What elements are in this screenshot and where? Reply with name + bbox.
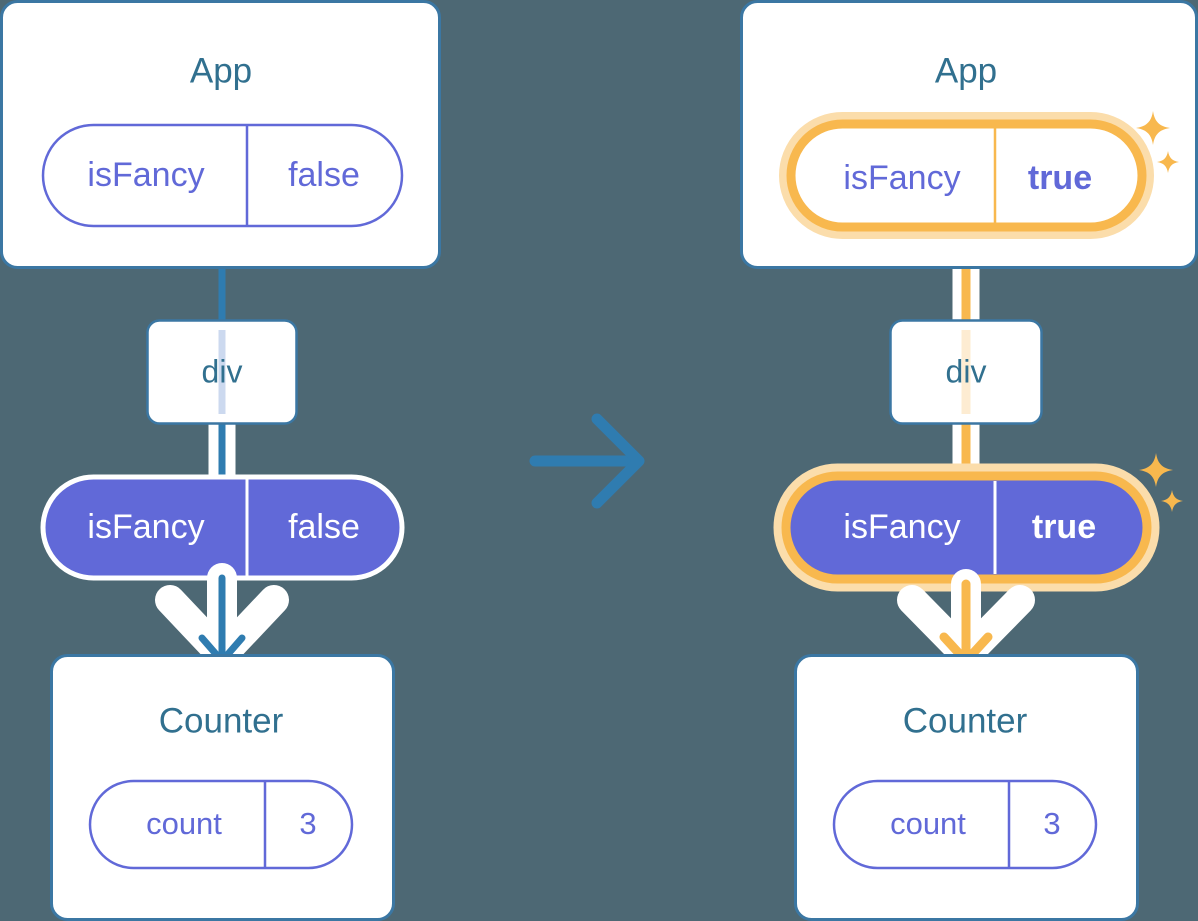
sparkle-icon-large-prop: [1139, 453, 1173, 487]
counter-box-title: Counter: [159, 701, 284, 740]
counter-state-pill-body-r: [832, 779, 1098, 870]
app-state-pill-name-r: isFancy: [843, 159, 960, 197]
prop-pill-name: isFancy: [87, 508, 204, 546]
app-state-pill-body: [41, 123, 404, 228]
app-state-pill-value: false: [288, 156, 360, 194]
counter-state-pill-name: count: [146, 806, 222, 841]
panel-before: App isFancy false div isFancy false: [0, 0, 441, 921]
counter-box-title-r: Counter: [903, 701, 1028, 740]
counter-state-pill-value: 3: [299, 806, 316, 841]
prop-pill-value-r: true: [1032, 508, 1096, 546]
prop-pill-name-r: isFancy: [843, 508, 960, 546]
counter-state-pill: count 3: [88, 779, 354, 870]
app-state-pill-name: isFancy: [87, 156, 204, 194]
app-state-pill-body-r: [786, 119, 1147, 232]
div-node: div: [146, 319, 298, 425]
app-state-pill-value-r: true: [1028, 159, 1092, 197]
div-node-r: div: [889, 319, 1043, 425]
div-node-label-r: div: [946, 353, 987, 389]
app-state-pill-r: isFancy true: [779, 112, 1154, 239]
transition-arrow-icon: [529, 413, 645, 509]
counter-state-pill-value-r: 3: [1043, 806, 1060, 841]
prop-pill-value: false: [288, 508, 360, 546]
prop-pill: isFancy false: [40, 474, 405, 581]
app-box-title-r: App: [935, 51, 997, 90]
counter-state-pill-r: count 3: [832, 779, 1098, 870]
counter-state-pill-name-r: count: [890, 806, 966, 841]
panel-after: App isFancy true div: [740, 0, 1198, 921]
app-box-title: App: [190, 51, 252, 90]
prop-pill-r: isFancy true: [773, 463, 1160, 592]
sparkle-icon-small-prop: [1161, 490, 1183, 512]
counter-state-pill-body: [88, 779, 354, 870]
app-state-pill: isFancy false: [41, 123, 404, 228]
div-node-label: div: [202, 353, 243, 389]
